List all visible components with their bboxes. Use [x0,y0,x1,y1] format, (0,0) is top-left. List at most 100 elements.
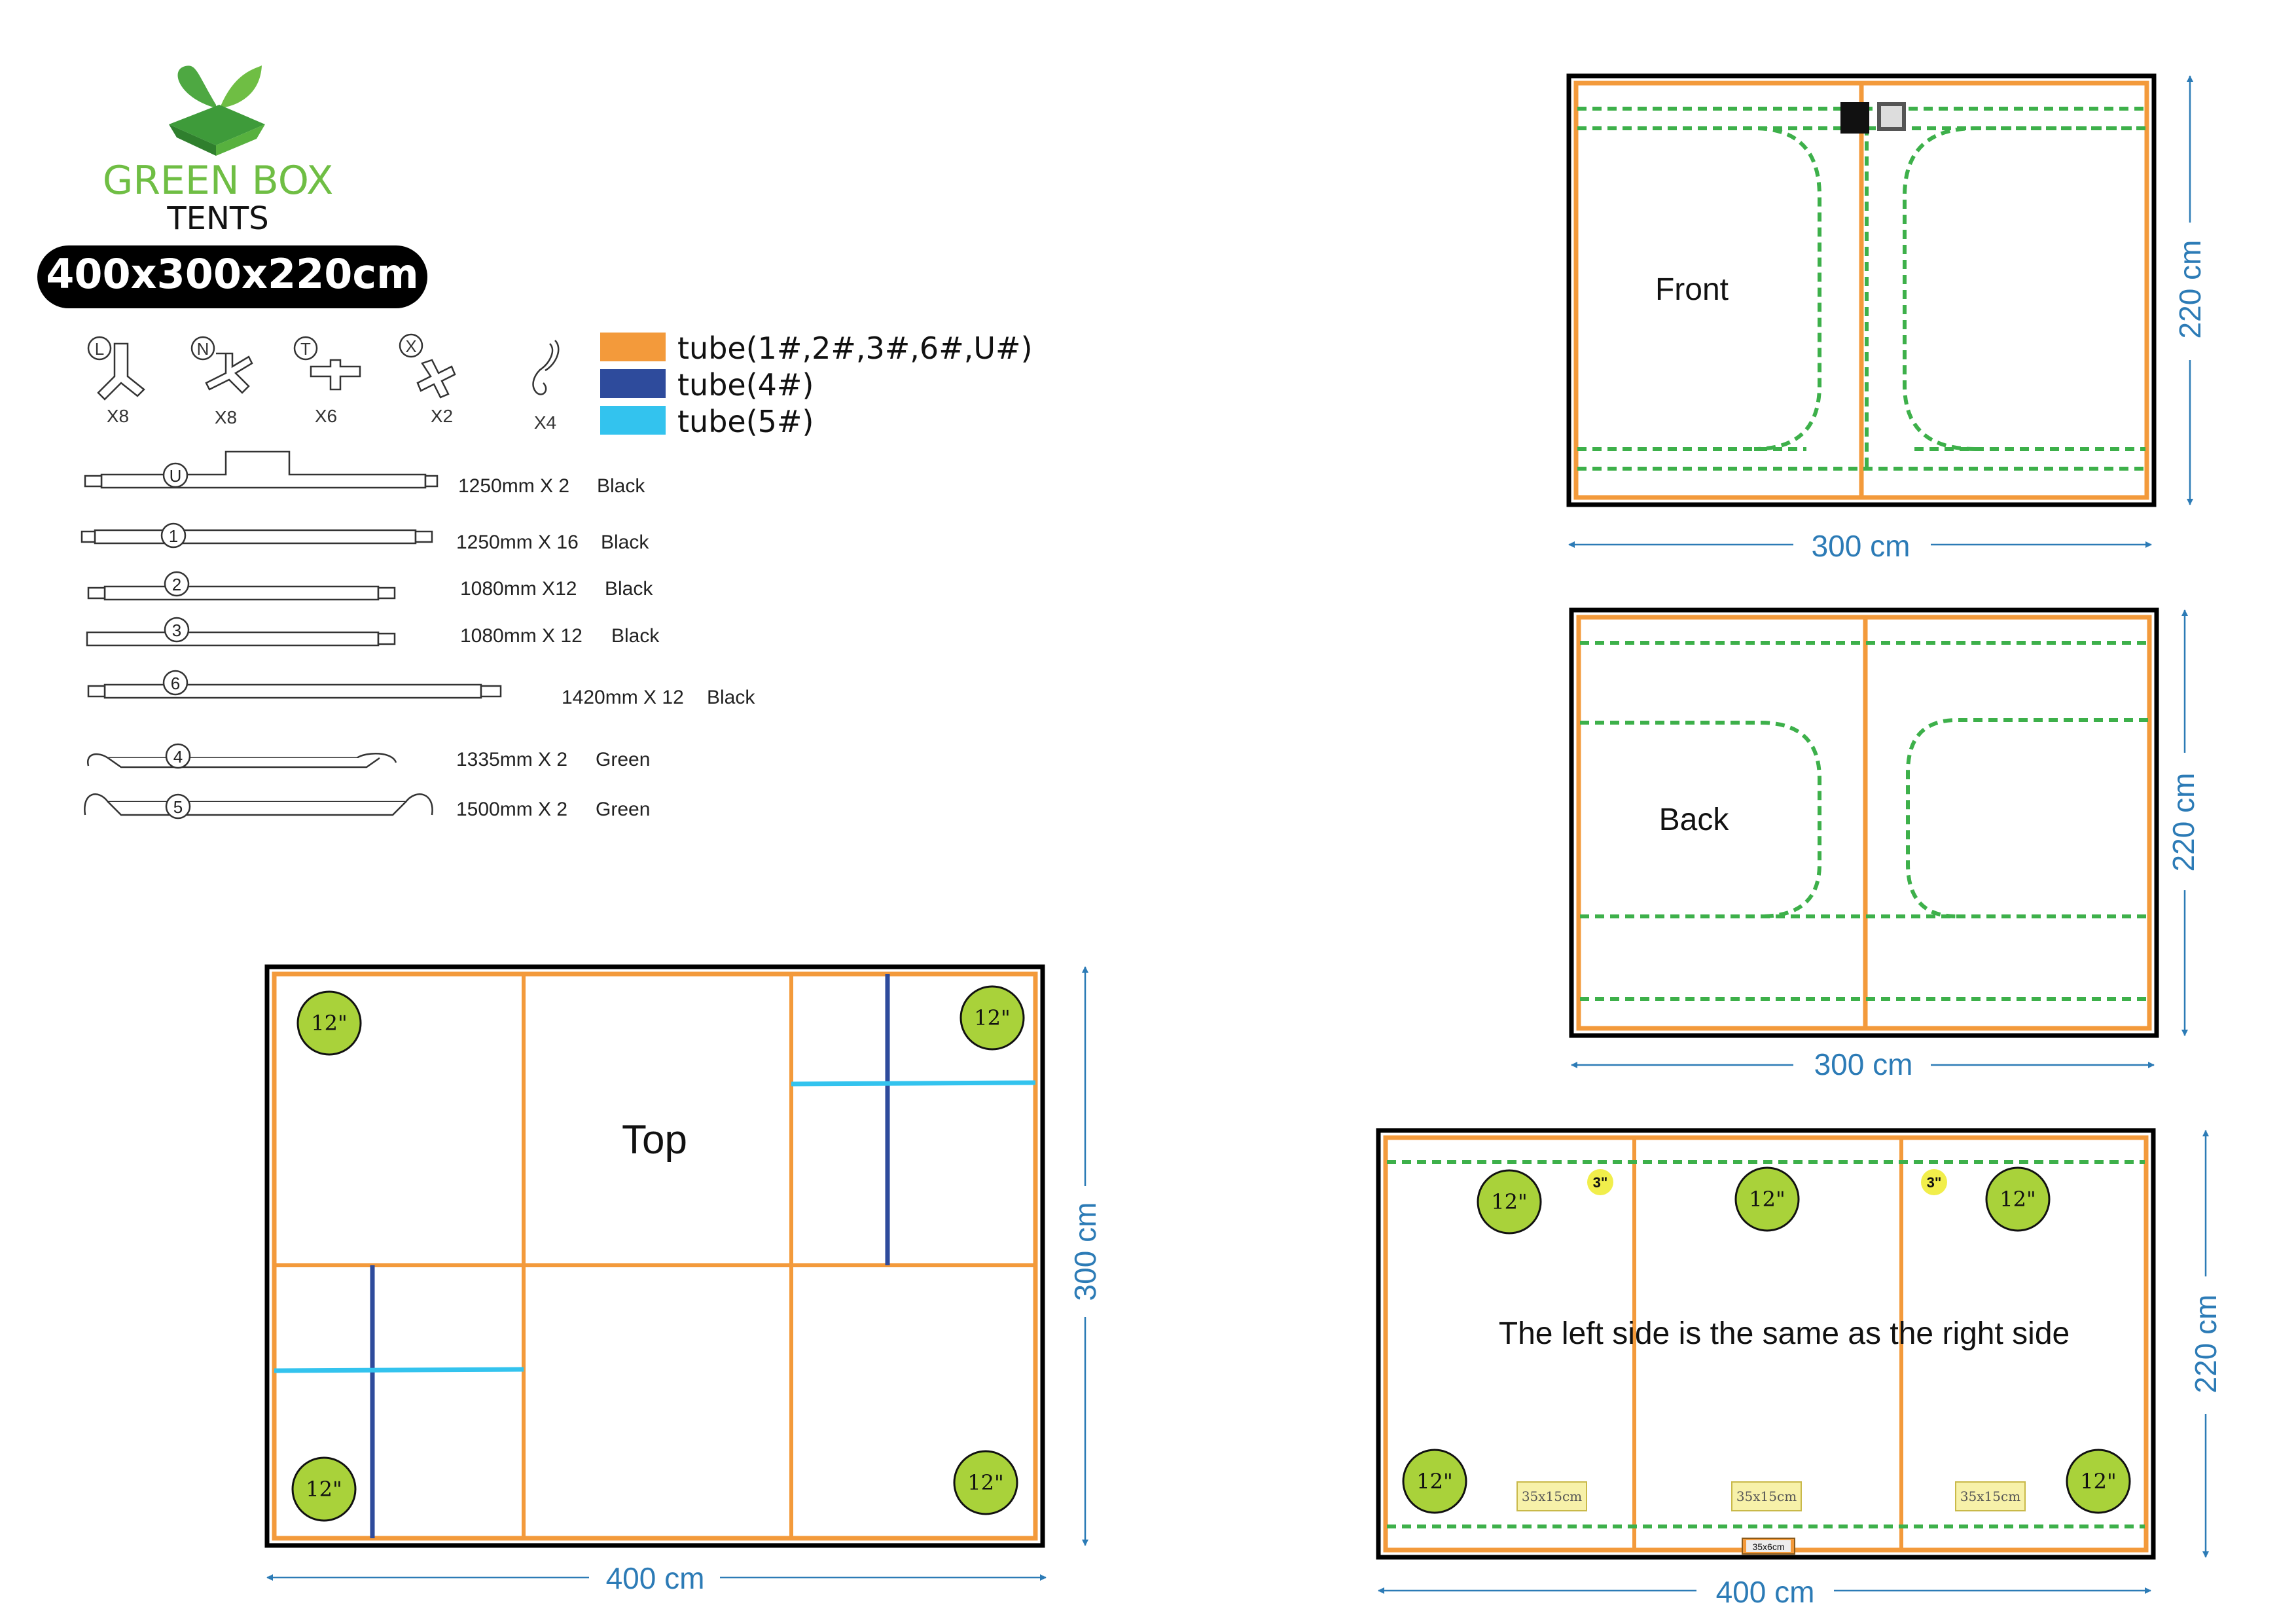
connector-letter: X [405,336,416,356]
vent-label: 12" [974,1005,1010,1030]
brand-label-patch [1840,102,1869,134]
small-vents [1587,1169,1947,1195]
back-width-label: 300 cm [1814,1047,1913,1081]
tube-id: 6 [171,674,180,693]
tube-list [81,450,502,820]
vent-label: 12" [967,1470,1003,1495]
vent-icon [1477,1169,1542,1235]
vent-label: 12" [311,1011,347,1036]
tube-spec: 1250mm X 2 [458,475,569,497]
connector-counts: L N T X X8 X8 X6 X2 X4 [95,336,556,433]
tube-id: 5 [173,797,183,817]
back-view: Back 300 cm 220 cm [1569,607,2202,1081]
pocket-label-box [1731,1481,1802,1511]
legend-swatch-dark-blue [600,369,666,398]
tube-id: 4 [173,747,183,767]
tube-specs: 1250mm X 2 Black 1250mm X 16 Black 1080m… [456,475,755,820]
connector-count: X2 [431,406,453,426]
top-height-label: 300 cm [1068,1202,1102,1301]
tube-spec: 1420mm X 12 [562,687,684,708]
legend-swatch-light-blue [600,406,666,435]
top-label: Top [622,1117,687,1163]
vent-icon [1734,1166,1800,1232]
tube-color: Black [597,475,645,497]
top-outer-frame [264,964,1045,1548]
top-vents [291,985,1025,1522]
tube-6-icon [87,670,502,699]
tube-ids: U 1 2 3 6 4 5 [169,466,183,817]
vent-label: 12" [1416,1469,1452,1494]
tube-id: 3 [172,621,181,640]
connector-count: X8 [107,406,129,426]
tube-color: Black [605,578,653,600]
pocket-label: 35x15cm [1960,1489,2020,1504]
tube-id: U [170,466,182,486]
tube-spec: 1335mm X 2 [456,749,567,770]
tube-u-icon [84,450,439,489]
small-vent-label: 3" [1593,1174,1608,1191]
pockets [1516,1481,2026,1511]
tube-5-icon [84,793,433,820]
tube-id: 2 [172,575,181,594]
top-view: 12" 12" 12" 12" Top 400 cm 300 cm [264,964,1102,1595]
green-box-logo: GREEN BOX TENTS 400x300x220cm [37,65,427,308]
tube-2-icon [87,571,396,601]
small-vent-icon [1587,1169,1613,1195]
front-width-label: 300 cm [1812,529,1910,563]
connector-letter: L [95,339,104,359]
legend-swatch-orange [600,333,666,361]
legend-label: tube(5#) [677,404,814,439]
small-vent-icon [1921,1169,1947,1195]
pocket-label-box [1516,1481,1587,1511]
connector-count: X4 [534,412,556,433]
vent-label: 12" [1749,1187,1785,1212]
side-view: 12" 12" 12" 12" 12" 3" 3" 35x15cm 35x15c… [1376,1128,2223,1609]
tube-3-icon [86,617,396,647]
top-width-label: 400 cm [606,1561,705,1595]
vent-icon [1402,1449,1467,1514]
brand-name: GREEN BOX [103,158,334,204]
vent-icon [953,1450,1018,1515]
vent-label: 12" [1491,1189,1527,1214]
side-vents [1402,1166,2131,1514]
connectors-row [87,333,560,401]
tube-spec: 1500mm X 2 [456,799,567,820]
vent-icon [1985,1166,2051,1232]
x-connector-icon [399,333,456,399]
front-label: Front [1655,272,1729,307]
size-label: 400x300x220cm [46,250,419,298]
tube-4-icon [86,743,397,769]
pocket-label: 35x15cm [1522,1489,1582,1504]
size-pill [37,245,427,308]
tube-color: Green [596,749,650,770]
vent-icon [2066,1449,2131,1514]
front-view: Front 300 cm 220 cm [1566,73,2207,563]
connector-count: X8 [215,407,237,427]
brand-sub: TENTS [166,200,268,237]
front-height-label: 220 cm [2173,240,2207,339]
tube-spec: 1080mm X 12 [460,625,583,647]
tube-color: Black [707,687,755,708]
vent-label: 12" [306,1477,342,1502]
bottom-pocket-label: 35x6cm [1752,1542,1784,1552]
pocket-label: 35x15cm [1736,1489,1797,1504]
tube-spec: 1080mm X12 [460,578,577,600]
tube-legend: tube(1#,2#,3#,6#,U#) tube(4#) tube(5#) [600,331,1033,439]
legend-label: tube(1#,2#,3#,6#,U#) [677,331,1033,366]
vent-icon [296,990,362,1056]
back-height-label: 220 cm [2166,773,2200,872]
connector-letter: N [197,339,209,359]
vent-icon [960,985,1025,1051]
connector-count: X6 [315,406,337,426]
legend-label: tube(4#) [677,367,814,403]
side-label: The left side is the same as the right s… [1499,1316,2070,1351]
back-label: Back [1659,803,1730,837]
hook-icon [532,340,560,395]
side-width-label: 400 cm [1716,1575,1815,1609]
vent-label: 12" [2080,1469,2116,1494]
tube-color: Black [601,532,649,553]
t-connector-icon [293,336,361,391]
top-tube-frame [272,971,1038,1541]
tube-id: 1 [169,526,178,546]
